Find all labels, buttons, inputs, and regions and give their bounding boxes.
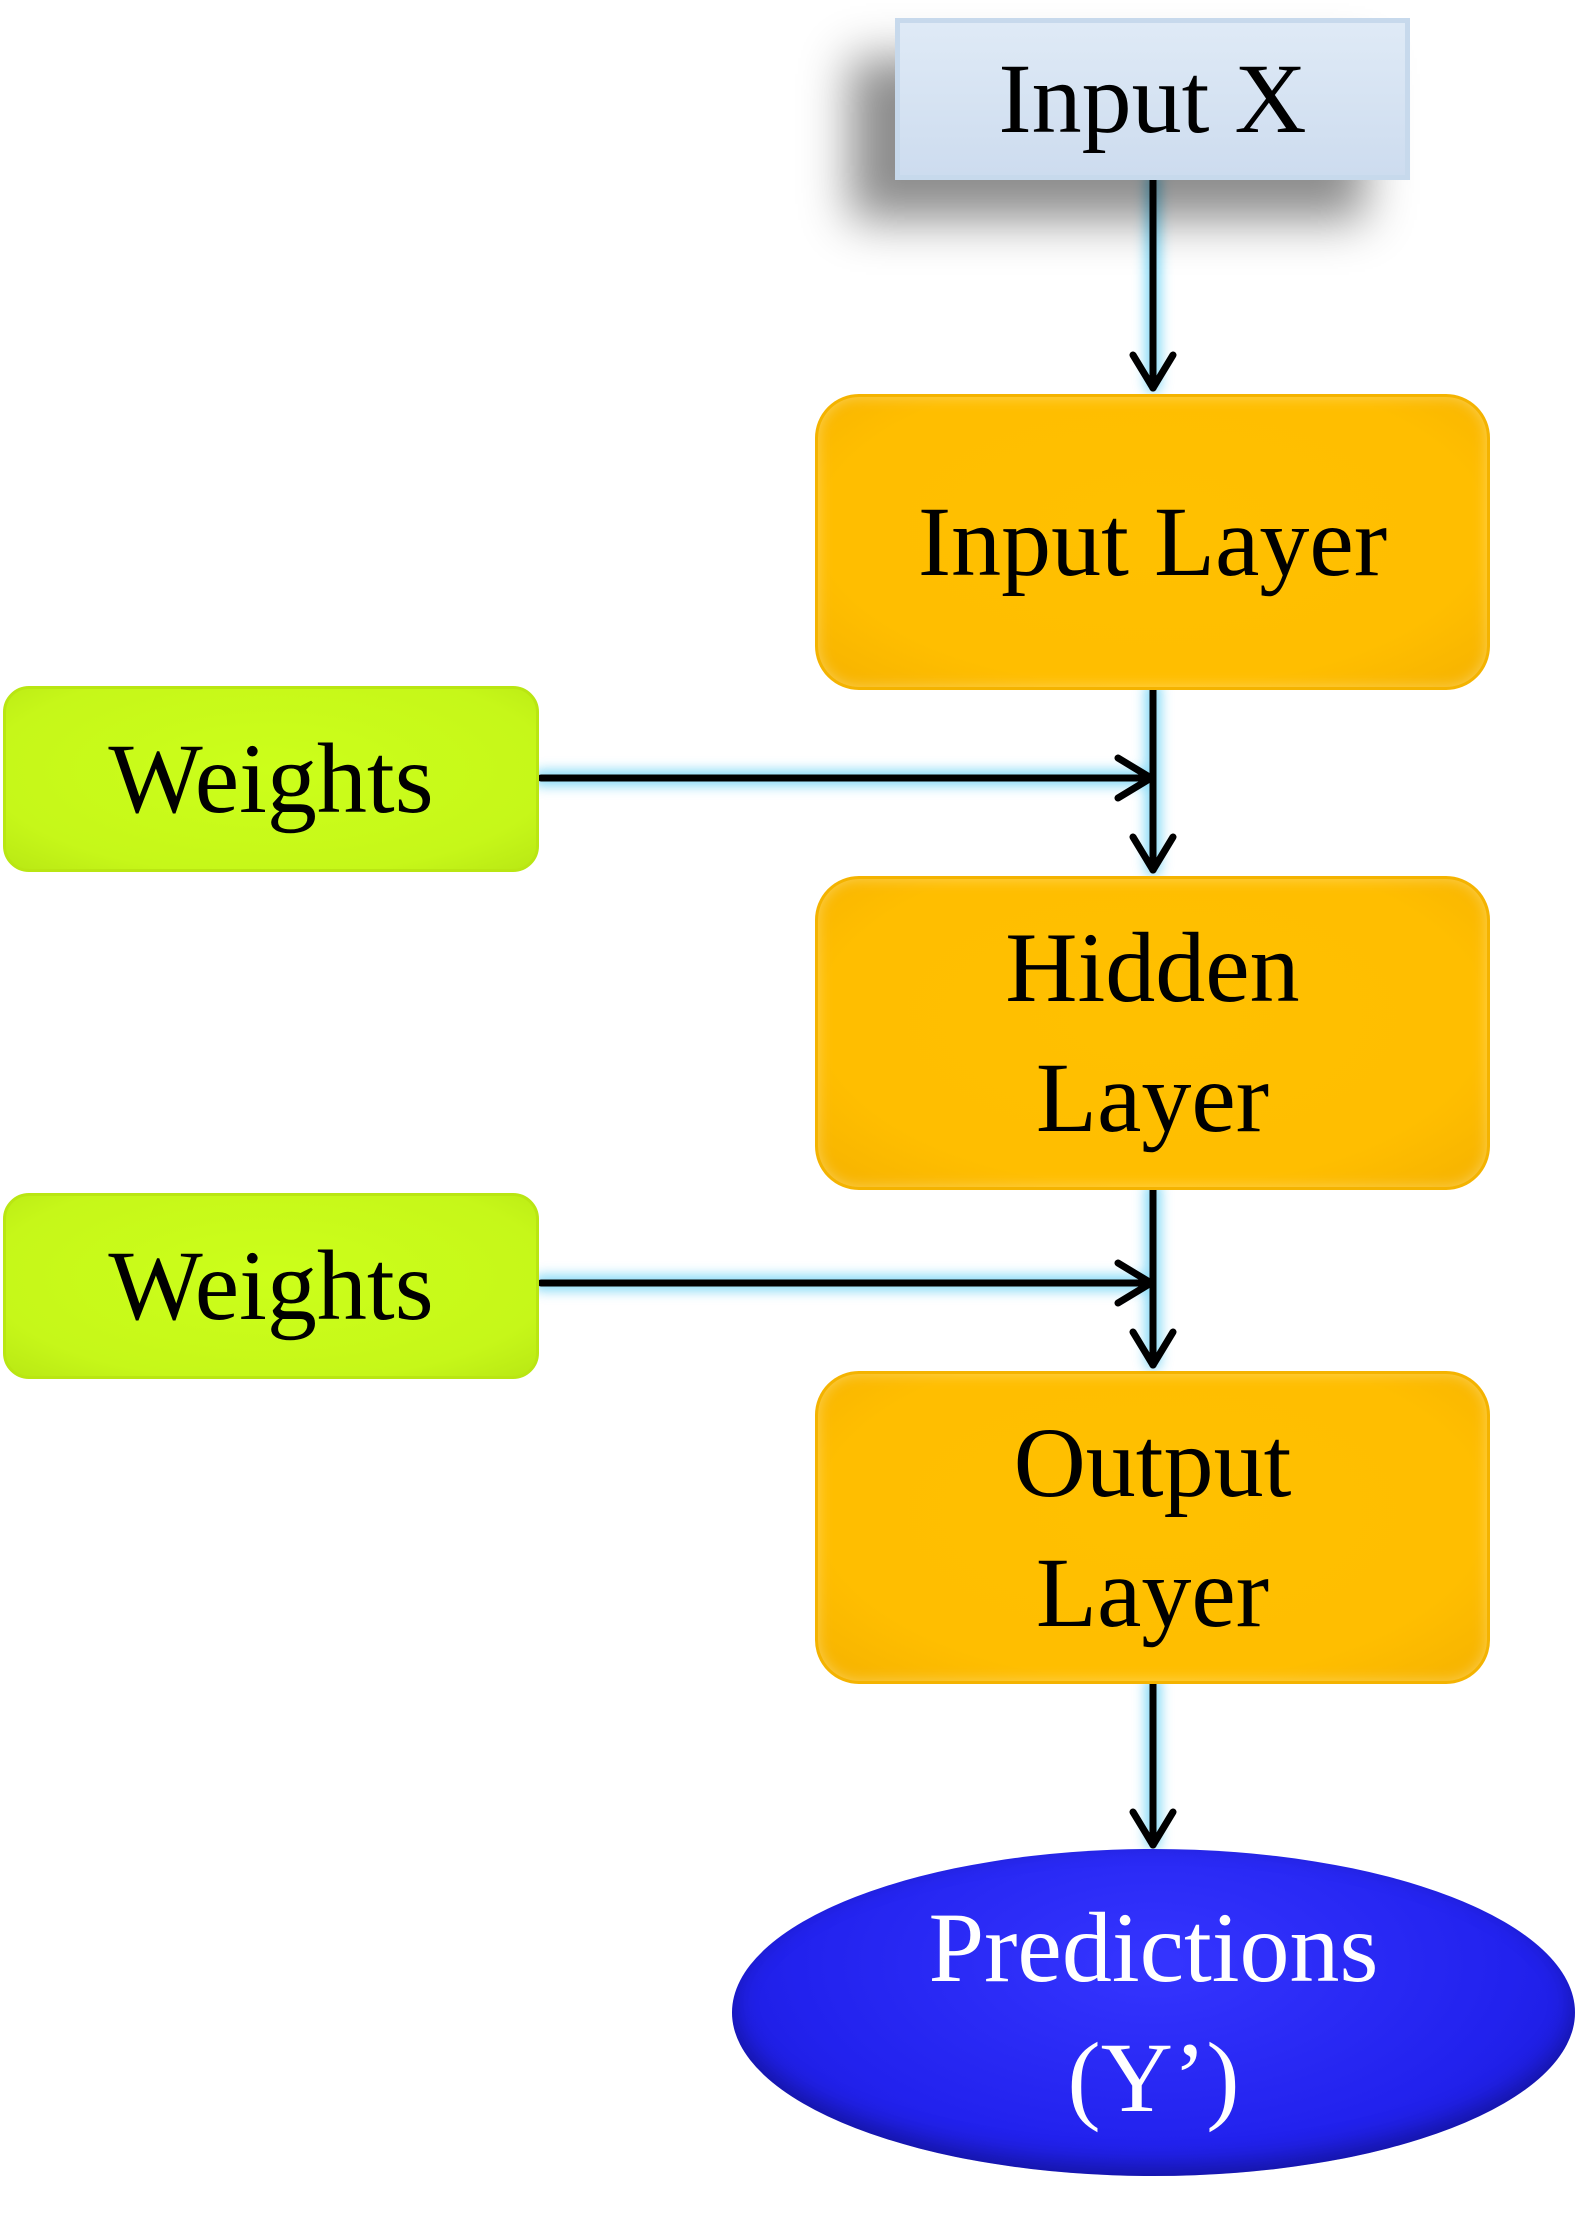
hidden-layer-node: Hidden Layer bbox=[815, 876, 1490, 1190]
arrowhead bbox=[1114, 1259, 1155, 1307]
arrowhead bbox=[1129, 351, 1177, 392]
input-layer-node: Input Layer bbox=[815, 394, 1490, 690]
output-layer-label: Output Layer bbox=[1013, 1406, 1292, 1648]
output-layer-node: Output Layer bbox=[815, 1371, 1490, 1684]
input-x-node: Input X bbox=[895, 18, 1410, 180]
predictions-node: Predictions (Y’) bbox=[732, 1849, 1575, 2176]
arrowhead bbox=[1129, 1808, 1177, 1849]
predictions-label: Predictions (Y’) bbox=[928, 1891, 1379, 2133]
weights-node-2: Weights bbox=[3, 1193, 539, 1379]
arrowhead bbox=[1114, 754, 1155, 802]
weights-1-label: Weights bbox=[108, 723, 434, 834]
weights-node-1: Weights bbox=[3, 686, 539, 872]
hidden-layer-label: Hidden Layer bbox=[1005, 912, 1300, 1153]
weights-2-label: Weights bbox=[108, 1230, 434, 1341]
arrow-group bbox=[537, 176, 1177, 1849]
arrowhead bbox=[1129, 1328, 1177, 1369]
input-x-label: Input X bbox=[998, 43, 1307, 154]
arrowhead bbox=[1129, 833, 1177, 874]
input-layer-label: Input Layer bbox=[917, 486, 1388, 597]
